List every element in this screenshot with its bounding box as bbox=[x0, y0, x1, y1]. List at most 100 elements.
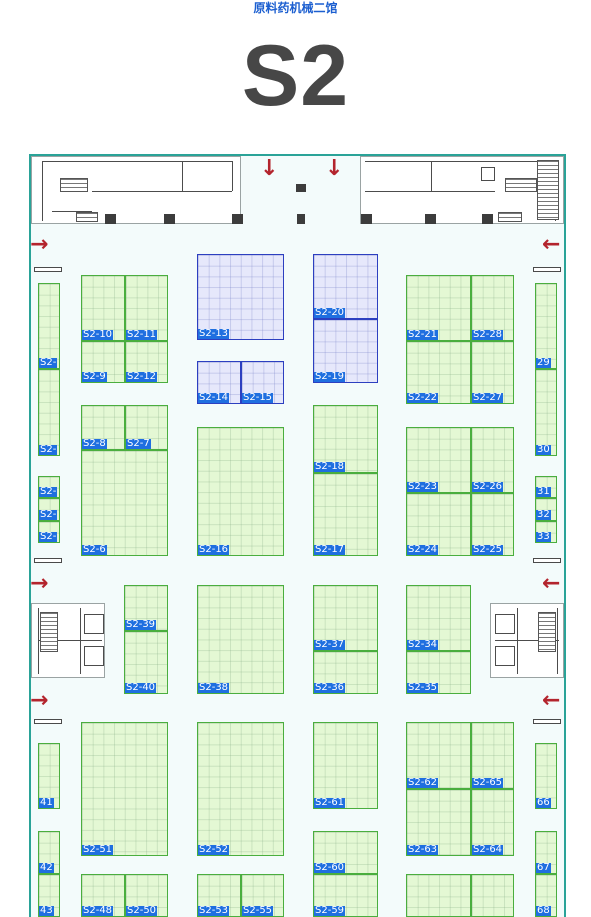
arrow-left-icon: ← bbox=[542, 571, 561, 596]
booth-label: S2- bbox=[39, 358, 58, 368]
booth-s2-40[interactable]: S2-40 bbox=[124, 631, 168, 694]
booth-s2-3[interactable]: S2- bbox=[38, 476, 60, 498]
booth-s2-18[interactable]: S2-18 bbox=[313, 405, 378, 473]
booth-s2-34[interactable]: S2-34 bbox=[406, 585, 471, 651]
booth-s2-41[interactable]: 41 bbox=[38, 743, 60, 809]
booth-s2-66[interactable]: 66 bbox=[535, 743, 557, 809]
booth-s2-6[interactable]: S2-6 bbox=[81, 450, 168, 556]
booth-s2-26[interactable]: S2-26 bbox=[471, 427, 514, 493]
booth-label: S2-6 bbox=[82, 545, 107, 555]
booth-s2-23[interactable]: S2-23 bbox=[406, 427, 471, 493]
booth-s2-42[interactable]: 42 bbox=[38, 831, 60, 874]
booth-s2-64[interactable]: S2-64 bbox=[471, 789, 514, 856]
booth-label: S2-22 bbox=[407, 393, 439, 403]
wall-segment bbox=[34, 267, 62, 272]
booth-s2-37[interactable]: S2-37 bbox=[313, 585, 378, 651]
booth-label: S2-39 bbox=[125, 620, 157, 630]
column bbox=[232, 214, 243, 224]
booth-s2-11[interactable]: S2-11 bbox=[125, 275, 168, 341]
booth-s2-19[interactable]: S2-19 bbox=[313, 319, 378, 383]
booth-label: S2-9 bbox=[82, 372, 107, 382]
wall-segment bbox=[34, 719, 62, 724]
booth-label: S2-23 bbox=[407, 482, 439, 492]
booth-label: S2-11 bbox=[126, 330, 158, 340]
booth-s2-24[interactable]: S2-24 bbox=[406, 493, 471, 556]
booth-s2-52[interactable]: S2-52 bbox=[197, 722, 284, 856]
booth-s2-55[interactable]: S2-55 bbox=[241, 874, 284, 917]
booth-s2-13[interactable]: S2-13 bbox=[197, 254, 284, 340]
booth-s2-10[interactable]: S2-10 bbox=[81, 275, 125, 341]
booth-s2-30[interactable]: 30 bbox=[535, 369, 557, 456]
booth-s2-38[interactable]: S2-38 bbox=[197, 585, 284, 694]
booth-s2-14[interactable]: S2-14 bbox=[197, 361, 241, 404]
booth-label: S2-61 bbox=[314, 798, 346, 808]
booth-s2-27[interactable]: S2-27 bbox=[471, 341, 514, 404]
booth-partial-bottom[interactable] bbox=[406, 874, 471, 917]
booth-s2-33[interactable]: 33 bbox=[535, 521, 557, 543]
booth-s2-36[interactable]: S2-36 bbox=[313, 651, 378, 694]
column bbox=[105, 214, 116, 224]
booth-label: S2-65 bbox=[472, 778, 504, 788]
wall-segment bbox=[533, 267, 561, 272]
booth-s2-25[interactable]: S2-25 bbox=[471, 493, 514, 556]
booth-label: S2-28 bbox=[472, 330, 504, 340]
booth-s2-29[interactable]: 29 bbox=[535, 283, 557, 369]
booth-s2-59[interactable]: S2-59 bbox=[313, 874, 378, 917]
booth-label: 68 bbox=[536, 906, 551, 916]
booth-s2-9[interactable]: S2-9 bbox=[81, 341, 125, 383]
booth-s2-2[interactable]: S2- bbox=[38, 369, 60, 456]
booth-s2-15[interactable]: S2-15 bbox=[241, 361, 284, 404]
booth-s2-62[interactable]: S2-62 bbox=[406, 722, 471, 789]
booth-label: S2-64 bbox=[472, 845, 504, 855]
booth-s2-68[interactable]: 68 bbox=[535, 874, 557, 917]
booth-s2-21[interactable]: S2-21 bbox=[406, 275, 471, 341]
booth-s2-16[interactable]: S2-16 bbox=[197, 427, 284, 556]
booth-label: S2-50 bbox=[126, 906, 158, 916]
booth-s2-61[interactable]: S2-61 bbox=[313, 722, 378, 809]
booth-s2-5[interactable]: S2- bbox=[38, 521, 60, 543]
booth-label: 31 bbox=[536, 487, 551, 497]
column bbox=[482, 214, 493, 224]
booth-s2-63[interactable]: S2-63 bbox=[406, 789, 471, 856]
booth-label: S2-20 bbox=[314, 308, 346, 318]
wall-segment bbox=[533, 558, 561, 563]
booth-s2-4[interactable]: S2- bbox=[38, 498, 60, 521]
booth-label: S2-19 bbox=[314, 372, 346, 382]
booth-label: 41 bbox=[39, 798, 54, 808]
booth-s2-48[interactable]: S2-48 bbox=[81, 874, 125, 917]
booth-s2-1[interactable]: S2- bbox=[38, 283, 60, 369]
booth-s2-17[interactable]: S2-17 bbox=[313, 473, 378, 556]
arrow-left-icon: ← bbox=[542, 232, 561, 257]
booth-s2-60[interactable]: S2-60 bbox=[313, 831, 378, 874]
booth-label: S2-25 bbox=[472, 545, 504, 555]
booth-s2-20[interactable]: S2-20 bbox=[313, 254, 378, 319]
booth-label: S2-15 bbox=[242, 393, 274, 403]
booth-s2-8[interactable]: S2-8 bbox=[81, 405, 125, 450]
booth-s2-67[interactable]: 67 bbox=[535, 831, 557, 874]
booth-label: S2-24 bbox=[407, 545, 439, 555]
booth-s2-22[interactable]: S2-22 bbox=[406, 341, 471, 404]
booth-s2-35[interactable]: S2-35 bbox=[406, 651, 471, 694]
booth-label: S2- bbox=[39, 445, 58, 455]
booth-label: S2-8 bbox=[82, 439, 107, 449]
booth-s2-43[interactable]: 43 bbox=[38, 874, 60, 917]
booth-s2-51[interactable]: S2-51 bbox=[81, 722, 168, 856]
booth-s2-39[interactable]: S2-39 bbox=[124, 585, 168, 631]
booth-label: S2-7 bbox=[126, 439, 151, 449]
booth-s2-31[interactable]: 31 bbox=[535, 476, 557, 498]
booth-s2-7[interactable]: S2-7 bbox=[125, 405, 168, 450]
booth-label: 32 bbox=[536, 510, 551, 520]
booth-label: S2-60 bbox=[314, 863, 346, 873]
booth-s2-28[interactable]: S2-28 bbox=[471, 275, 514, 341]
booth-s2-12[interactable]: S2-12 bbox=[125, 341, 168, 383]
stairs-top-left-2 bbox=[76, 212, 98, 222]
wall-segment bbox=[34, 558, 62, 563]
booth-label: S2-55 bbox=[242, 906, 274, 916]
booth-label: S2-40 bbox=[125, 683, 157, 693]
booth-partial-bottom[interactable] bbox=[471, 874, 514, 917]
booth-s2-32[interactable]: 32 bbox=[535, 498, 557, 521]
stairs-top-right-3 bbox=[537, 160, 559, 220]
booth-s2-65[interactable]: S2-65 bbox=[471, 722, 514, 789]
booth-s2-53[interactable]: S2-53 bbox=[197, 874, 241, 917]
booth-s2-50[interactable]: S2-50 bbox=[125, 874, 168, 917]
